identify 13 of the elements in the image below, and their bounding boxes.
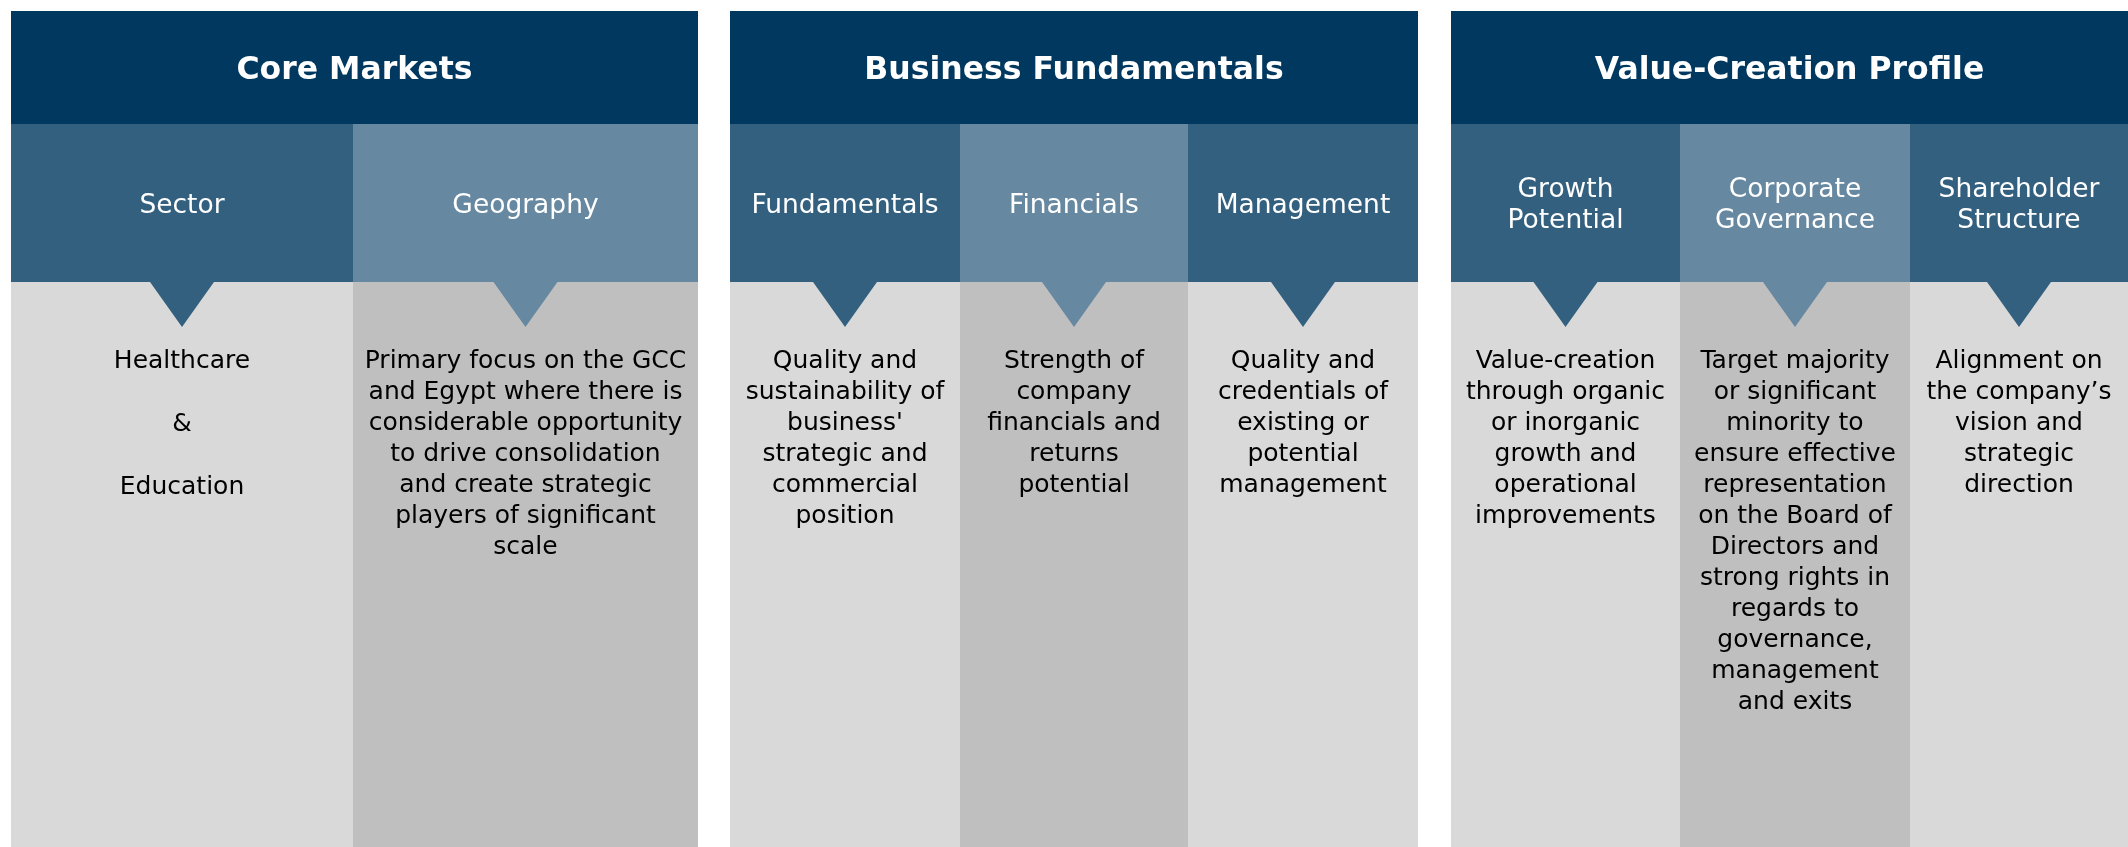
- panel-header: Value-Creation Profile: [1451, 11, 2128, 124]
- description-text: Healthcare: [112, 344, 252, 375]
- description-text: Primary focus on the GCC and Egypt where there is considerable opportunity to drive consolidation and create strategic players of significant scale: [363, 344, 688, 561]
- description-text: Strength of company financials and returns potential: [986, 344, 1162, 499]
- panel-header: Core Markets: [11, 11, 698, 124]
- description-text: &: [171, 407, 193, 438]
- description-text: Quality and credentials of existing or potential management: [1216, 344, 1390, 499]
- panel-header: Business Fundamentals: [730, 11, 1418, 124]
- description-text: Value-creation through organic or inorganic growth and operational improvements: [1464, 344, 1666, 530]
- description-text: Quality and sustainability of business' strategic and commercial position: [744, 344, 946, 530]
- description-text: Education: [118, 470, 246, 501]
- description-text: Target majority or significant minority to ensure effective representation on the Board of Directors and strong rights in regards to governance, management and exits: [1693, 344, 1897, 716]
- description-text: Alignment on the company’s vision and strategic direction: [1925, 344, 2113, 499]
